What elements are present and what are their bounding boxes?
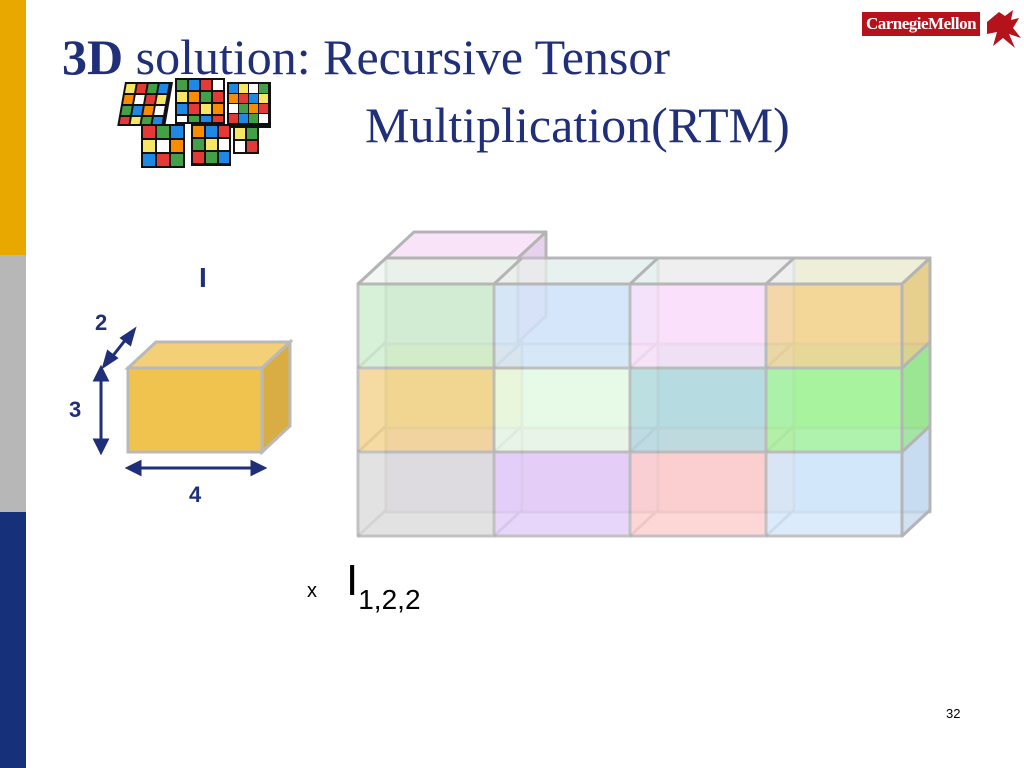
accent-bar-gold [0,0,26,255]
title-bold-part: 3D [62,29,124,85]
slide-title-line1: 3D solution: Recursive Tensor [62,32,670,82]
front-cell-r2c1 [356,366,496,454]
front-cell-r1c2 [492,282,632,370]
accent-bar-grey [0,255,26,512]
front-cell-r1c3 [628,282,768,370]
front-cell-r3c1 [356,450,496,538]
front-cell-r3c2 [492,450,632,538]
university-logo: CarnegieMellon [862,12,980,36]
title-rest: solution: Recursive Tensor [123,29,671,85]
dim-label-height: 3 [69,397,82,422]
block-front-face [126,366,264,454]
front-cell-r3c3 [628,450,768,538]
cube-group [117,78,271,168]
multiply-symbol: x [307,580,317,602]
front-layer [356,282,904,538]
front-cell-r3c4 [764,450,904,538]
right-side-face [900,256,932,538]
tensor-label: I [199,262,207,293]
tensor-symbol: I [346,556,359,605]
tensor-index-expression: I1,2,2 [346,556,421,616]
dim-label-width: 4 [189,482,202,507]
tensor-subscript: 1,2,2 [358,584,421,615]
dim-label-depth: 2 [95,310,108,335]
front-cell-r2c2 [492,366,632,454]
front-cell-r1c4 [764,282,904,370]
accent-bar-navy [0,512,26,768]
slide-title-line2: Multiplication(RTM) [365,97,790,153]
front-cell-r1c1 [356,282,496,370]
front-cell-r2c4 [764,366,904,454]
front-cell-r2c3 [628,366,768,454]
page-number: 32 [946,706,961,721]
